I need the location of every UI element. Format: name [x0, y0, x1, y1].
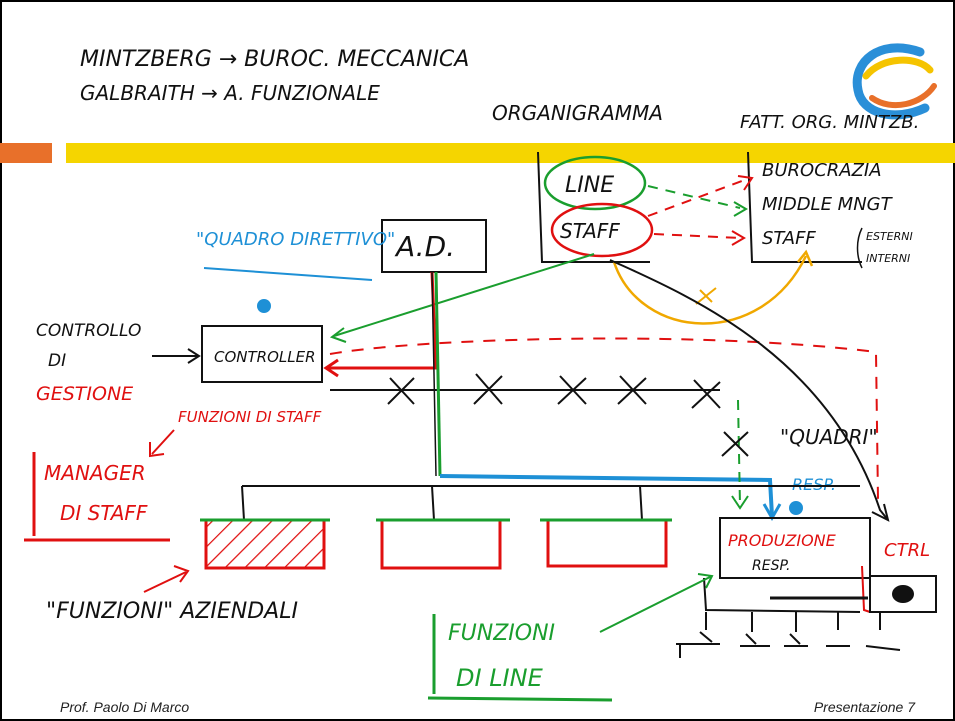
list-item-3: STAFF	[762, 228, 816, 249]
top-node-label: A.D.	[394, 230, 455, 263]
legend-line: LINE	[565, 173, 614, 198]
production-subunits	[676, 577, 901, 658]
blue-dot	[257, 299, 271, 313]
ctrl-box	[869, 575, 937, 613]
production-sub: RESP.	[752, 558, 790, 574]
footer-author: Prof. Paolo Di Marco	[60, 699, 190, 715]
funzioni-line-label-2: DI LINE	[456, 664, 544, 692]
list-item-1: BUROCRAZIA	[762, 160, 882, 181]
legend-box: LINE STAFF	[537, 151, 654, 263]
dept-box-1	[200, 518, 330, 570]
legend-staff: STAFF	[560, 219, 620, 243]
staff-node-label: CONTROLLER	[214, 348, 316, 366]
footer-page-number: Presentazione 7	[813, 699, 915, 715]
top-node: A.D.	[381, 219, 487, 273]
header-line2: GALBRAITH → A. FUNZIONALE	[80, 81, 380, 105]
green-staff-arrow	[333, 253, 595, 337]
dept-box-3	[540, 518, 672, 568]
green-trunk	[434, 271, 442, 477]
ring-logo-icon	[852, 43, 937, 120]
gestione-label: GESTIONE	[36, 383, 133, 405]
header-bar-orange	[0, 143, 52, 163]
red-staff-line	[326, 271, 438, 370]
manager-bracket	[24, 452, 170, 542]
header-center: ORGANIGRAMMA	[492, 101, 663, 125]
ctrl-label: CTRL	[884, 540, 930, 561]
funzioni-line-bracket	[427, 614, 613, 702]
manager-label-2: DI STAFF	[60, 501, 148, 525]
header-line1: MINTZBERG → BUROC. MECCANICA	[80, 47, 469, 72]
blue-dot-2	[789, 501, 803, 515]
staff-circle	[550, 202, 654, 258]
crossed-line	[330, 373, 721, 409]
blue-line	[439, 474, 774, 517]
list-item-3-note-b: INTERNI	[866, 252, 910, 265]
header-bar-yellow	[66, 143, 955, 163]
funzioni-aziendali-label: "FUNZIONI" AZIENDALI	[46, 599, 298, 624]
controllo-label-2: DI	[48, 351, 66, 371]
list-item-2: MIDDLE MNGT	[762, 194, 894, 215]
manager-label-1: MANAGER	[44, 461, 146, 485]
quadro-label: "QUADRO DIRETTIVO"	[196, 229, 395, 250]
production-label: PRODUZIONE	[728, 531, 837, 550]
dept-box-2	[376, 518, 510, 570]
funzioni-line-label-1: FUNZIONI	[448, 621, 555, 646]
mintzberg-list: BUROCRAZIA MIDDLE MNGT STAFF ESTERNI INT…	[747, 151, 913, 269]
funzioni-staff-label: FUNZIONI DI STAFF	[178, 408, 322, 426]
header-right: FATT. ORG. MINTZB.	[740, 112, 919, 133]
quadri-label: "QUADRI"	[780, 425, 878, 449]
production-box: PRODUZIONE RESP.	[719, 517, 871, 579]
dashed-staff-link	[329, 337, 879, 501]
line-circle	[543, 155, 647, 211]
ctrl-dot	[892, 585, 914, 603]
staff-node: CONTROLLER	[201, 325, 323, 383]
mapping-arrows	[612, 175, 814, 325]
list-item-3-note-a: ESTERNI	[866, 230, 913, 243]
quadri-sub: RESP.	[792, 475, 836, 494]
controllo-label-1: CONTROLLO	[36, 321, 141, 341]
